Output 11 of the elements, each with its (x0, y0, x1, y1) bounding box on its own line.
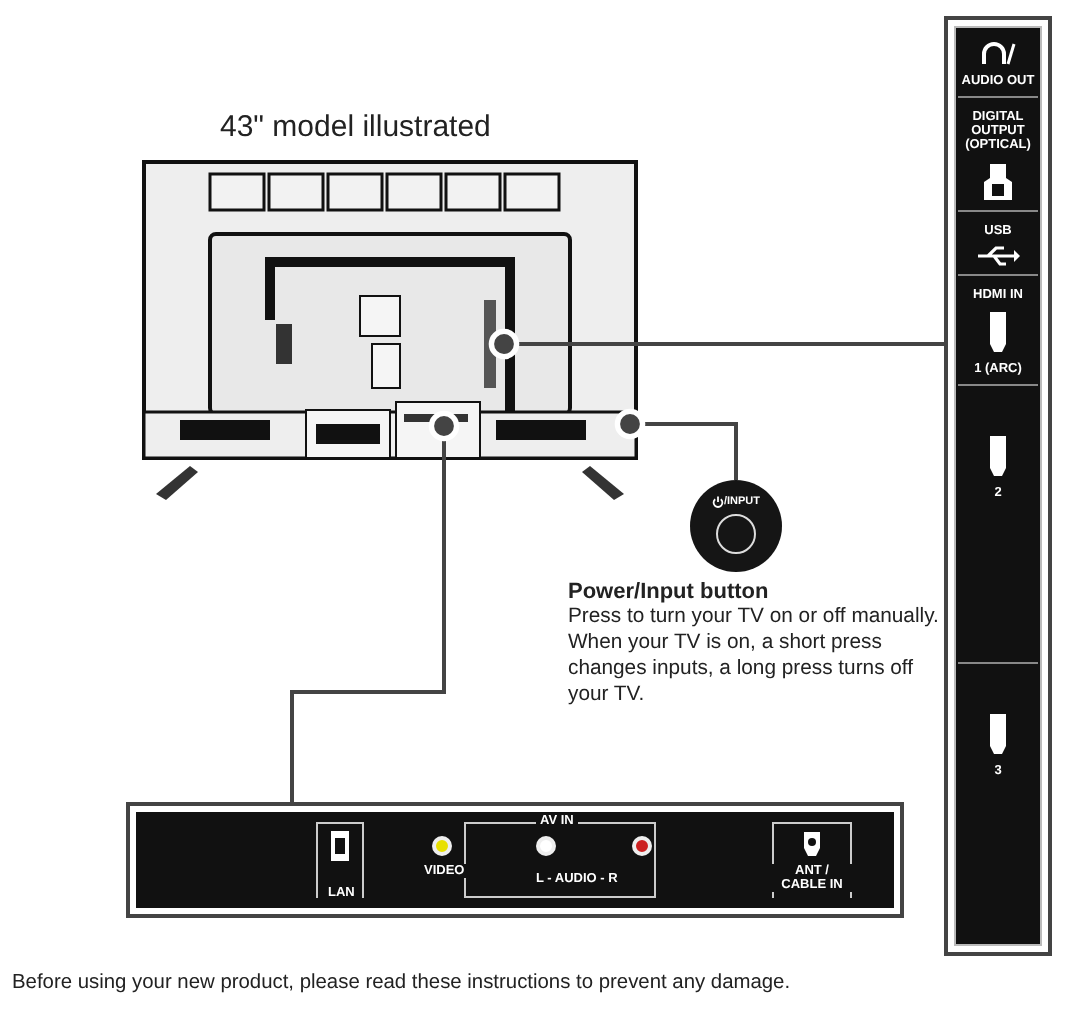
caption: Before using your new product, please read these instructions to prevent any damage. (12, 972, 791, 994)
leader-line (290, 410, 460, 802)
side-port-panel (944, 16, 1052, 956)
leader-line (614, 408, 738, 480)
button-heading: Power/Input button (568, 580, 771, 604)
bottom-port-panel (126, 802, 904, 918)
power-input-button (690, 480, 782, 572)
leader-line (488, 328, 944, 360)
tv-back-drawing (140, 156, 640, 506)
button-description: Press to turn your TV on or off manually. When your TV is on, a short press changes inputs, a long press turns off your TV. (568, 604, 941, 708)
model-note: 43" model illustrated (220, 110, 491, 144)
